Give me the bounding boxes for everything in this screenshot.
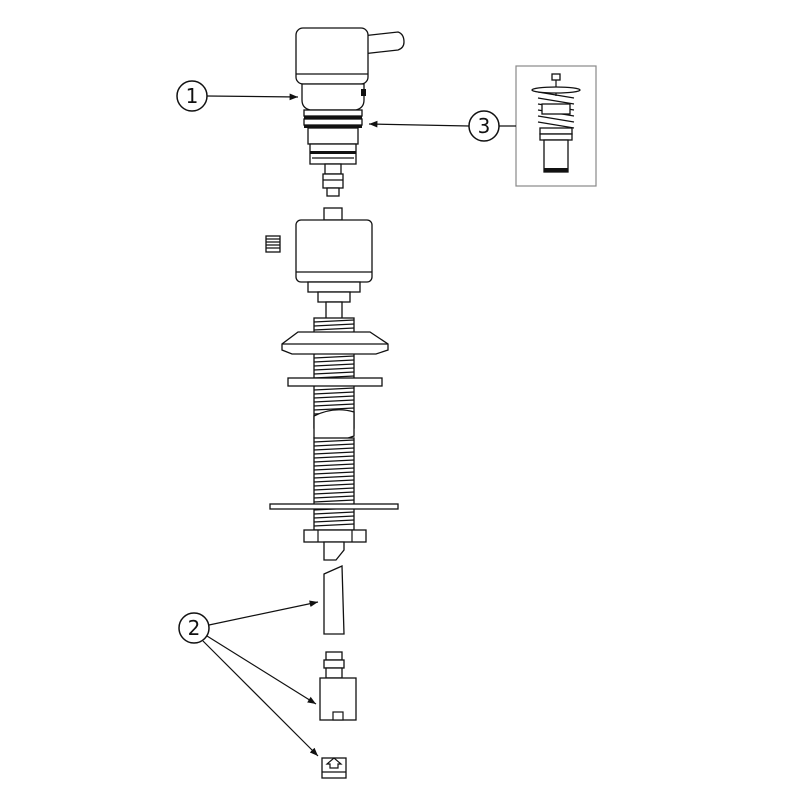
callout-2-label: 2 xyxy=(188,616,201,640)
callout-3: 3 xyxy=(368,110,516,142)
callout-3-label: 3 xyxy=(478,114,491,138)
tube-fitting xyxy=(319,651,357,721)
tube-piece xyxy=(323,565,345,635)
mounting-plate xyxy=(269,503,399,510)
set-screw xyxy=(265,235,281,253)
washer xyxy=(287,377,383,387)
callout-2: 2 xyxy=(178,600,319,757)
callout-1: 1 xyxy=(176,80,299,112)
cartridge-assembly xyxy=(295,27,405,197)
check-valve-cube xyxy=(321,757,347,779)
callout-1-label: 1 xyxy=(186,84,199,108)
inset-detail-box xyxy=(515,65,597,187)
flange-nut xyxy=(281,331,389,355)
valve-body xyxy=(295,207,373,321)
bottom-nut xyxy=(303,529,367,561)
